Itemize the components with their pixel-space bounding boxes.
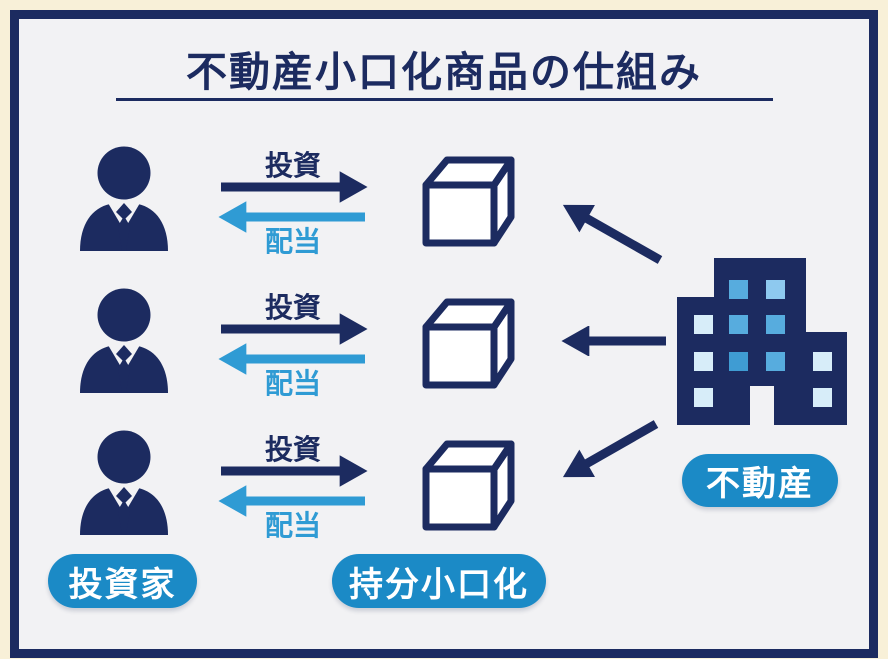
businessman-icon: [80, 288, 168, 393]
dividend-arrow-icon: [218, 343, 365, 375]
dividend-arrow-icon: [218, 201, 365, 233]
fraction-cube-icon: [422, 440, 515, 531]
invest-label: 投資: [264, 292, 321, 323]
real-estate-badge: 不動産: [682, 454, 838, 507]
investor-row: 投資 配当: [0, 430, 888, 542]
dividend-label: 配当: [264, 368, 321, 399]
title-underline: [116, 98, 773, 101]
invest-arrow-icon: [221, 313, 368, 345]
real-estate-building-icon: [677, 258, 847, 425]
businessman-icon: [80, 430, 168, 535]
dividend-label: 配当: [264, 510, 321, 541]
invest-label: 投資: [264, 150, 321, 181]
fraction-cube-icon: [422, 298, 515, 389]
investor-row: 投資 配当: [0, 288, 888, 400]
investor-row: 投資 配当: [0, 146, 888, 258]
fractionalized-badge: 持分小口化: [332, 554, 546, 608]
dividend-label: 配当: [264, 226, 321, 257]
businessman-icon: [80, 146, 168, 251]
building-to-cube-arrow-middle: [561, 326, 666, 356]
building-to-cube-arrow-bottom: [562, 420, 659, 478]
fraction-cube-icon: [422, 156, 515, 247]
dividend-arrow-icon: [218, 485, 365, 517]
building-to-cube-arrow-top: [562, 204, 663, 264]
page-title: 不動産小口化商品の仕組み: [186, 49, 702, 95]
invest-arrow-icon: [221, 171, 368, 203]
invest-label: 投資: [264, 434, 321, 465]
invest-arrow-icon: [221, 455, 368, 487]
investor-badge: 投資家: [48, 554, 197, 608]
bottom-margin: [0, 659, 888, 672]
